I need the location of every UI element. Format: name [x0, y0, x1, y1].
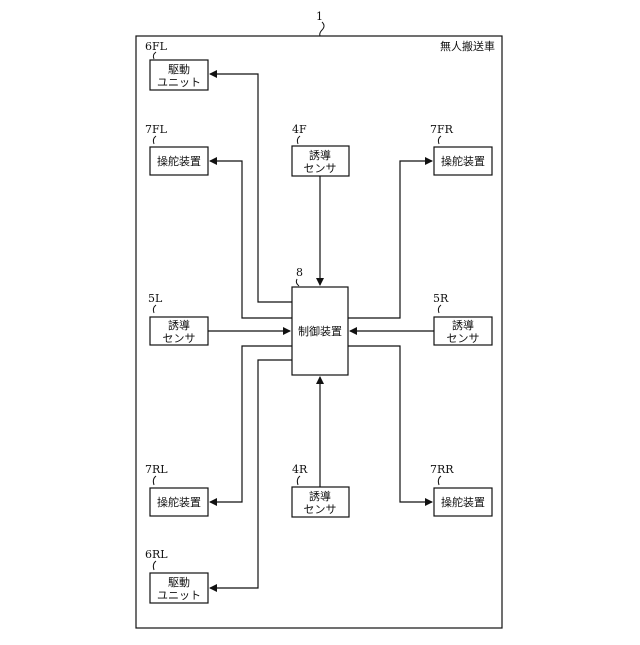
drive-rl-line2: ユニット — [157, 589, 201, 602]
controller-ref-leader — [296, 279, 299, 286]
steer-rl-ref: 7RL — [145, 463, 168, 476]
steer-fl-label: 操舵装置 — [157, 154, 201, 168]
steer-rl-leader — [153, 476, 156, 485]
sensor-l-ref: 5L — [148, 292, 163, 305]
sensor-l-line1: 誘導 — [168, 318, 190, 332]
drive-rl-leader — [153, 561, 156, 570]
link-controller-steer-fr — [348, 161, 432, 318]
link-controller-steer-rl — [210, 346, 292, 502]
sensor-rear-ref: 4R — [292, 463, 308, 476]
steer-rr-ref: 7RR — [430, 463, 454, 476]
steer-rl-label: 操舵装置 — [157, 495, 201, 509]
figure-ref-leader — [320, 22, 324, 36]
drive-rl-line1: 駆動 — [168, 575, 190, 589]
drive-fl-leader — [153, 52, 156, 59]
steer-fr-label: 操舵装置 — [441, 154, 485, 168]
drive-rl-ref: 6RL — [145, 548, 168, 561]
drive-fl-ref: 6FL — [145, 40, 168, 53]
sensor-rear-line2: センサ — [304, 503, 337, 516]
sensor-l-line2: センサ — [163, 332, 196, 345]
link-controller-steer-rr — [348, 346, 432, 502]
link-controller-steer-fl — [210, 161, 292, 318]
steer-rr-label: 操舵装置 — [441, 495, 485, 509]
sensor-rear-line1: 誘導 — [309, 489, 331, 503]
steer-fl-ref: 7FL — [145, 123, 168, 136]
figure-ref: 1 — [316, 10, 323, 23]
vehicle-title: 無人搬送車 — [440, 39, 495, 53]
sensor-r-ref: 5R — [433, 292, 449, 305]
drive-fl-line1: 駆動 — [168, 62, 190, 76]
sensor-rear-leader — [297, 476, 300, 485]
sensor-r-line2: センサ — [447, 332, 480, 345]
steer-rr-leader — [438, 476, 441, 485]
steer-fl-leader — [153, 136, 156, 144]
controller-ref: 8 — [296, 266, 303, 279]
sensor-f-line1: 誘導 — [309, 148, 331, 162]
controller-label: 制御装置 — [298, 324, 342, 338]
sensor-r-leader — [438, 305, 441, 313]
sensor-r-line1: 誘導 — [452, 318, 474, 332]
sensor-f-ref: 4F — [292, 123, 307, 136]
link-controller-drive-rl — [210, 360, 292, 588]
steer-fr-leader — [438, 136, 441, 144]
drive-fl-line2: ユニット — [157, 76, 201, 89]
steer-fr-ref: 7FR — [430, 123, 454, 136]
link-controller-drive-fl — [210, 74, 292, 302]
sensor-f-leader — [297, 136, 300, 144]
sensor-f-line2: センサ — [304, 162, 337, 175]
sensor-l-leader — [153, 305, 156, 313]
